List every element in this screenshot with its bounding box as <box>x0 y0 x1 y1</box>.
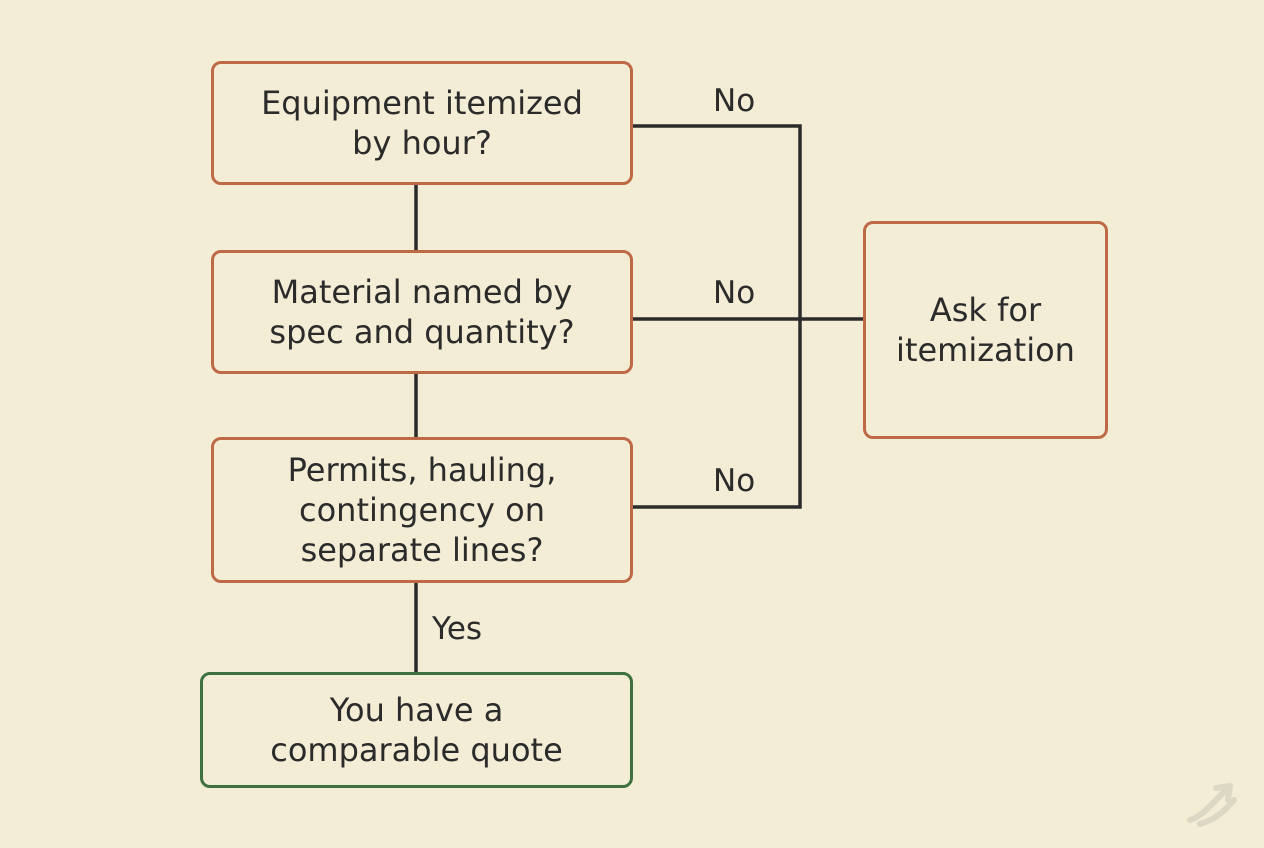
action-ask-for-itemization: Ask for itemization <box>863 221 1108 439</box>
decision-equipment-itemized: Equipment itemized by hour? <box>211 61 633 185</box>
arrow-logo-icon <box>1187 783 1237 827</box>
connector-permits-no <box>630 317 802 509</box>
edge-label-material-no: No <box>713 275 756 311</box>
edge-label-permits-yes: Yes <box>432 611 483 647</box>
decision-permits-label: Permits, hauling, contingency on separat… <box>287 451 557 569</box>
edge-label-equipment-no: No <box>713 83 756 119</box>
decision-material-named: Material named by spec and quantity? <box>211 250 633 374</box>
action-ask-label: Ask for itemization <box>896 291 1075 369</box>
connector-equipment-no <box>630 124 802 321</box>
result-comparable-label: You have a comparable quote <box>270 691 563 769</box>
decision-material-label: Material named by spec and quantity? <box>269 273 575 351</box>
decision-equipment-label: Equipment itemized by hour? <box>261 84 583 162</box>
result-comparable-quote: You have a comparable quote <box>200 672 633 788</box>
decision-permits-separate: Permits, hauling, contingency on separat… <box>211 437 633 583</box>
edge-label-permits-no: No <box>713 463 756 499</box>
